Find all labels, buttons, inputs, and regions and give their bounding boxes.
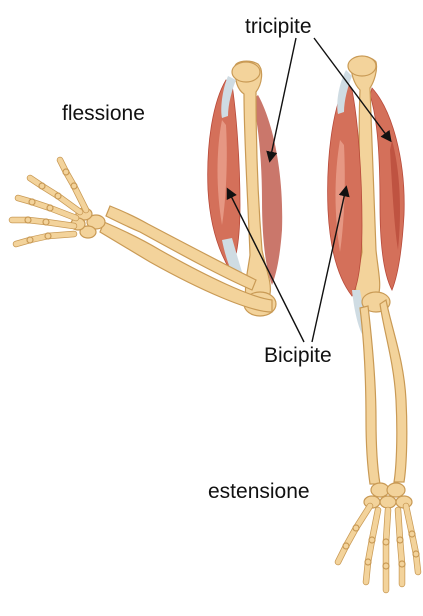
extended-fingers [334, 502, 422, 594]
flexed-tendon-upper [221, 76, 236, 118]
flexed-triceps-muscle [252, 95, 283, 285]
extended-tendon-upper [337, 70, 352, 114]
flexed-arm [8, 60, 283, 317]
flexed-humerus-head [231, 61, 261, 83]
extended-arm [327, 55, 422, 594]
biceps-label: Bicipite [264, 344, 332, 367]
triceps-leader-left [266, 37, 297, 163]
flexed-radius-bone [105, 205, 257, 291]
triceps-label: tricipite [245, 15, 312, 38]
biceps-leader-right [311, 185, 350, 343]
extended-triceps-highlight [390, 140, 400, 250]
extended-ulna-bone [379, 299, 408, 483]
biceps-leader-left [226, 187, 305, 343]
extended-humerus-head [347, 55, 377, 77]
flexed-fingers [8, 156, 90, 248]
extended-triceps-muscle [369, 87, 405, 291]
triceps-leader-right [313, 37, 392, 143]
extension-label: estensione [208, 480, 310, 503]
extended-radius-bone [359, 305, 381, 485]
flexed-ulna-bone [99, 221, 273, 313]
leader-lines [226, 37, 392, 343]
flexion-label: flessione [62, 102, 145, 125]
extended-biceps-muscle [327, 81, 363, 297]
flexed-biceps-highlight [217, 120, 227, 225]
